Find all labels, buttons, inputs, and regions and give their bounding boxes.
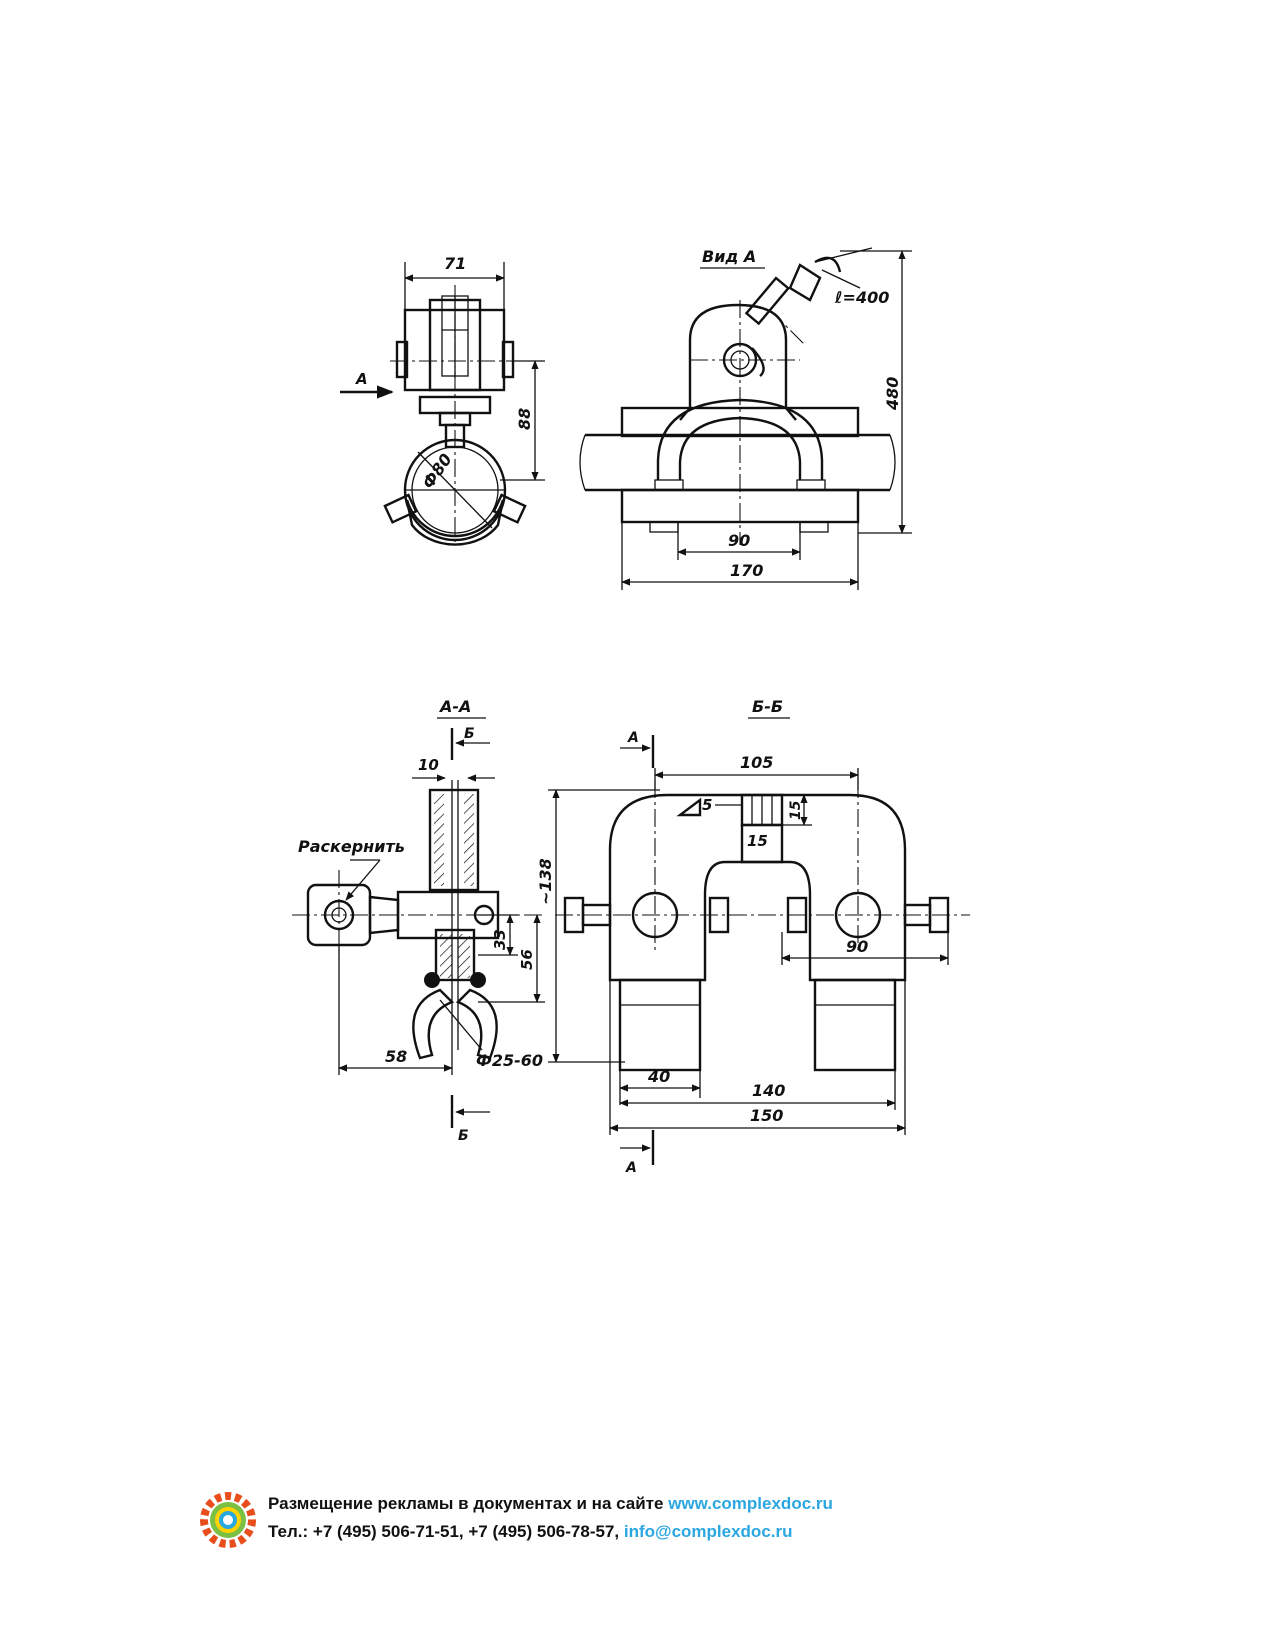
view-a: Вид А ℓ=400 480 [579, 247, 912, 590]
footer-contact-line: Тел.: +7 (495) 506-71-51, +7 (495) 506-7… [268, 1522, 793, 1542]
dim-140: 140 [752, 1081, 785, 1100]
dim-56: 56 [518, 949, 536, 970]
dim-90-bottom: 90 [846, 937, 868, 956]
mark-a-bottom: А [625, 1160, 637, 1176]
dim-71: 71 [444, 254, 466, 273]
mark-a-top: А [627, 730, 639, 746]
dim-33: 33 [491, 929, 509, 950]
footer-ad-line: Размещение рекламы в документах и на сай… [268, 1494, 833, 1514]
dim-170: 170 [730, 561, 763, 580]
footer-site-link[interactable]: www.complexdoc.ru [668, 1494, 833, 1513]
note-raskernit: Раскернить [298, 837, 405, 856]
dim-90-top: 90 [728, 531, 750, 550]
gear-logo-icon [200, 1492, 256, 1548]
dim-15-top: 15 [747, 832, 768, 850]
footer-email-link[interactable]: info@complexdoc.ru [623, 1522, 793, 1541]
footer-ad-text: Размещение рекламы в документах и на сай… [268, 1494, 669, 1513]
section-bb-title: Б-Б [752, 697, 783, 716]
weld-size: 5 [702, 796, 712, 814]
view-a-title: Вид А [702, 247, 756, 266]
mark-b-bottom: Б [458, 1128, 469, 1144]
side-view: 71 А Ф80 88 [340, 254, 545, 546]
footer: Размещение рекламы в документах и на сай… [200, 1490, 900, 1560]
dim-58: 58 [385, 1047, 407, 1066]
mark-a-left: А [355, 370, 368, 388]
dim-phi25-60: Ф25-60 [476, 1051, 543, 1070]
dim-105: 105 [740, 753, 773, 772]
dim-40: 40 [647, 1067, 670, 1086]
dim-480: 480 [883, 377, 902, 411]
section-aa-title: А-А [438, 697, 471, 716]
dim-150: 150 [750, 1106, 783, 1125]
section-bb: Б-Б А ~138 15 [536, 697, 970, 1176]
footer-phone-text: Тел.: +7 (495) 506-71-51, +7 (495) 506-7… [268, 1522, 624, 1541]
rod-length: ℓ=400 [834, 288, 889, 307]
dim-tilde138: ~138 [536, 858, 555, 905]
dim-15-side: 15 [788, 800, 804, 820]
mark-b-top: Б [464, 726, 475, 742]
dim-10: 10 [418, 756, 439, 774]
section-aa: А-А Б 10 Ф25-60 Раскерни [292, 697, 545, 1144]
dim-88: 88 [515, 408, 534, 430]
